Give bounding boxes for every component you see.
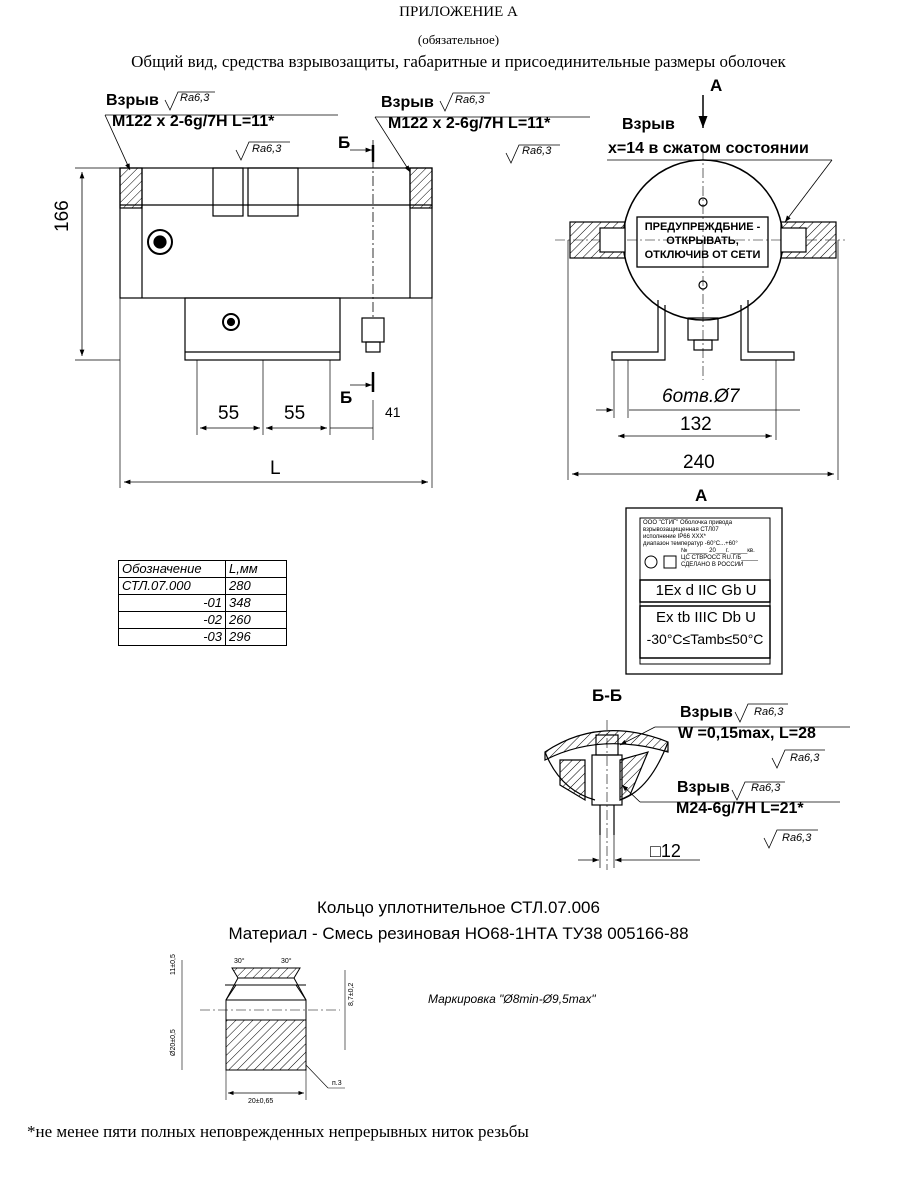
appendix-heading: ПРИЛОЖЕНИЕ А — [399, 4, 518, 18]
section-callout1-word: Взрыв — [680, 704, 733, 721]
table-cell-designation: СТЛ.07.000 — [118, 577, 226, 595]
seal-ring-drawing — [181, 960, 346, 1100]
table-row: -02 260 — [118, 611, 287, 629]
warning-line-2: ОТКРЫВАТЬ, — [666, 235, 739, 247]
table-cell-designation: -01 — [118, 594, 226, 612]
warning-plate — [636, 216, 769, 268]
dim-L: L — [270, 458, 281, 479]
plate-view-label: А — [695, 486, 708, 505]
plate-line-4: диапазон температур -60°С...+60° — [643, 541, 738, 547]
ring-angle-right: 30° — [281, 958, 292, 965]
table-row: СТЛ.07.000 280 — [118, 577, 287, 595]
table-header-designation: Обозначение — [118, 560, 226, 578]
ring-title: Кольцо уплотнительное СТЛ.07.006 — [317, 898, 600, 917]
plate-line-1: ООО "СТИГ" Оболочка привода — [643, 520, 733, 526]
dim-55-left: 55 — [218, 403, 240, 424]
front-view — [75, 114, 590, 488]
plate-marking-2: Ex tb IIIC Db U — [655, 609, 757, 626]
section-callout2-roughness-2: Ra6,3 — [782, 832, 812, 844]
front-left-thread-spec: М122 х 2-6g/7H L=11* — [112, 113, 275, 130]
section-mark-top: Б — [338, 133, 351, 152]
nameplate — [625, 507, 783, 675]
section-callout1-roughness-2: Ra6,3 — [790, 752, 820, 764]
section-bb-label: Б-Б — [592, 686, 623, 705]
table-cell-designation: -02 — [118, 611, 226, 629]
warning-line-3: ОТКЛЮЧИВ ОТ СЕТИ — [644, 249, 761, 261]
table-row: -03 296 — [118, 628, 287, 646]
side-callout-text: х=14 в сжатом состоянии — [608, 140, 809, 157]
dim-132: 132 — [680, 414, 712, 435]
view-arrow-label: А — [710, 76, 723, 95]
table-header-length: L,мм — [225, 560, 287, 578]
ring-dim-width: 20±0,65 — [248, 1098, 274, 1105]
section-callout1-roughness: Ra6,3 — [754, 706, 784, 718]
table-cell-length: 348 — [225, 594, 287, 612]
section-bb — [544, 703, 850, 870]
dim-41: 41 — [385, 404, 401, 420]
mounting-block — [184, 297, 341, 361]
designation-table: Обозначение L,мм СТЛ.07.000 280 -01 348 … — [118, 560, 287, 646]
front-right-roughness: Ra6,3 — [455, 94, 485, 106]
section-callout2-word: Взрыв — [677, 779, 730, 796]
side-view — [555, 95, 845, 480]
plate-marking-1: 1Ex d IIC Gb U — [655, 582, 757, 599]
front-left-callout-word: Взрыв — [106, 92, 159, 109]
warning-text: ПРЕДУПРЕЖДБНИЕ - ОТКРЫВАТЬ, ОТКЛЮЧИВ ОТ … — [640, 220, 765, 262]
section-mark-bottom: Б — [340, 388, 353, 407]
front-right-thread-spec: М122 х 2-6g/7H L=11* — [388, 115, 551, 132]
plate-line-6: ЦС СТВРОСС RU.Г/Б_____ — [681, 555, 758, 561]
plate-small-text: ООО "СТИГ" Оболочка привода взрывозащище… — [643, 520, 769, 569]
document-title: Общий вид, средства взрывозащиты, габари… — [131, 52, 786, 71]
front-right-roughness-2: Ra6,3 — [522, 145, 552, 157]
front-left-roughness-2: Ra6,3 — [252, 143, 282, 155]
ring-dim-n: п.3 — [332, 1080, 342, 1087]
right-cap — [409, 167, 433, 209]
table-cell-length: 296 — [225, 628, 287, 646]
ring-dim-diameter: Ø20±0,5 — [170, 1029, 177, 1056]
table-cell-length: 280 — [225, 577, 287, 595]
table-header-row: Обозначение L,мм — [118, 560, 287, 578]
dim-240: 240 — [683, 452, 715, 473]
ring-angle-left: 30° — [234, 958, 245, 965]
dim-55-right: 55 — [284, 403, 306, 424]
plate-marking-3: -30°C≤Tamb≤50°C — [646, 631, 764, 647]
left-cap — [119, 167, 143, 209]
plate-line-3: исполнение IP66 ХХХ* — [643, 534, 706, 540]
warning-line-1: ПРЕДУПРЕЖДБНИЕ - — [644, 221, 761, 233]
dim-square-12: □12 — [650, 841, 681, 861]
ring-dim-top: 11±0,5 — [170, 954, 177, 975]
section-callout2-text: М24-6g/7H L=21* — [676, 800, 804, 817]
ring-marking: Маркировка "Ø8min-Ø9,5max" — [428, 992, 596, 1006]
section-callout1-text: W =0,15max, L=28 — [678, 725, 816, 742]
front-left-roughness: Ra6,3 — [180, 92, 210, 104]
footnote: *не менее пяти полных неповрежденных неп… — [27, 1122, 529, 1141]
ring-dim-right: 8,7±0,2 — [348, 982, 355, 1006]
side-callout-word: Взрыв — [622, 116, 675, 133]
table-cell-designation: -03 — [118, 628, 226, 646]
plate-line-7: СДЕЛАНО В РОССИИ — [681, 562, 744, 568]
dim-holes: 6отв.Ø7 — [662, 386, 740, 407]
front-right-callout-word: Взрыв — [381, 94, 434, 111]
plate-line-5: №______ 20___г. _____кв. — [681, 548, 755, 554]
ring-material: Материал - Смесь резиновая НО68-1НТА ТУ3… — [228, 924, 689, 943]
plate-line-2: взрывозащищенная СТЛ07 — [643, 527, 719, 533]
section-callout2-roughness: Ra6,3 — [751, 782, 781, 794]
table-cell-length: 260 — [225, 611, 287, 629]
table-row: -01 348 — [118, 594, 287, 612]
dim-height-166: 166 — [52, 200, 73, 232]
appendix-mandatory-note: (обязательное) — [417, 32, 500, 47]
